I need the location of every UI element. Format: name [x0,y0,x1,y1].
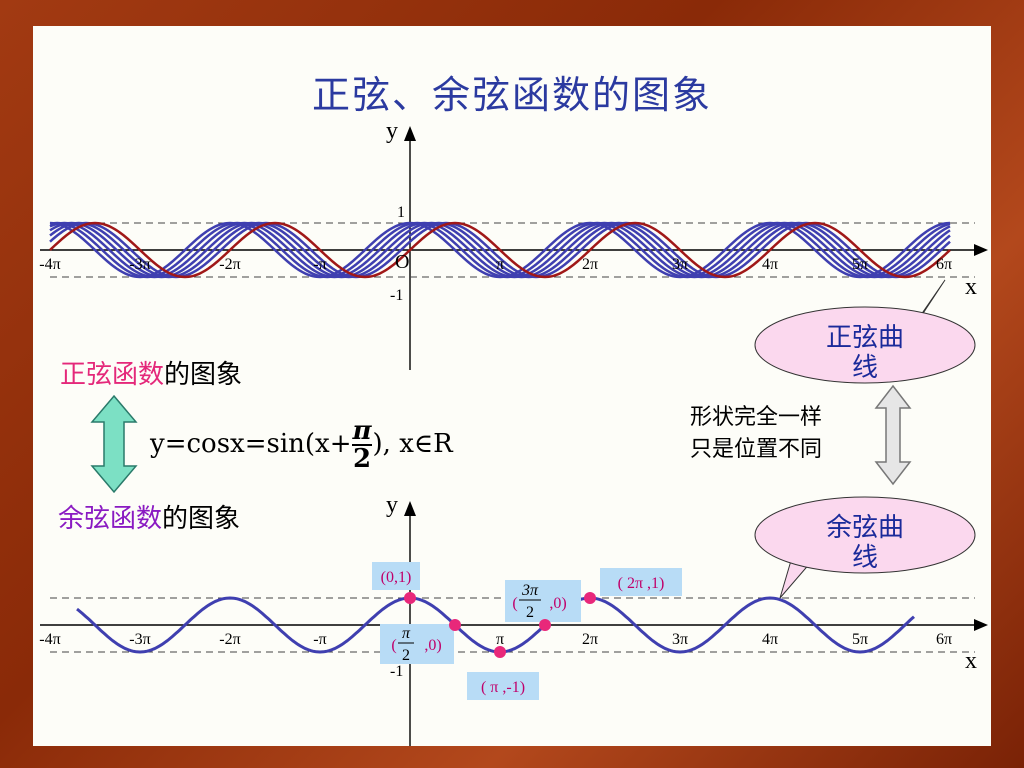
cos-point [404,592,416,604]
tick-label: 2π [582,631,598,648]
point-label-half-pi: ( π 2 ,0) [380,624,454,664]
svg-text:(: ( [512,595,517,612]
shifted-sine-curve [49,221,951,279]
svg-text:( π ,-1): ( π ,-1) [481,679,525,696]
sine-y-arrow [404,126,416,141]
cos-y-label: y [386,492,398,518]
tick-label: 4π [762,256,778,273]
shape-note: 形状完全一样 只是位置不同 [690,405,823,462]
cos-y-arrow [404,501,416,516]
svg-text:3π: 3π [521,582,539,599]
point-label-0-1: (0,1) [372,562,420,590]
sine-x-arrow [974,244,988,256]
tick-label: -3π [129,631,150,648]
cos-point [494,646,506,658]
sine-origin-label: O [395,251,409,273]
tick-label: π [496,631,504,648]
svg-text:(: ( [391,637,396,654]
cosine-function-label: 余弦函数的图象 [58,504,241,534]
shifted-sine-curve [49,221,951,279]
point-label-three-half-pi: ( 3π 2 ,0) [505,580,581,622]
tick-label: -3π [129,256,150,273]
tick-label: -π [313,631,326,648]
tick-label: 4π [762,631,778,648]
cos-tick-minus-one: -1 [390,663,403,680]
sine-bubble-text: 正弦曲线 [826,323,904,383]
sine-bubble [754,306,976,384]
point-label-2pi: ( 2π ,1) [600,568,682,596]
tick-label: π [496,256,504,273]
grey-double-arrow [874,384,912,486]
tick-label: 6π [936,631,952,648]
svg-text:,0): ,0) [549,595,566,612]
tick-label: -2π [219,256,240,273]
tick-label: -π [313,256,326,273]
tick-label: 5π [852,631,868,648]
tick-label: 3π [672,631,688,648]
cos-x-arrow [974,619,988,631]
svg-text:2: 2 [402,647,410,664]
tick-label: -4π [39,256,60,273]
green-double-arrow [90,394,138,494]
tick-label: -2π [219,631,240,648]
tick-label: 6π [936,256,952,273]
svg-text:(0,1): (0,1) [381,569,412,586]
tick-label: -4π [39,631,60,648]
sine-function-label: 正弦函数的图象 [60,360,243,390]
tick-label: 3π [672,256,688,273]
cos-tick-labels: -4π -3π -2π -π π 2π 3π 4π 5π 6π [39,631,952,648]
sine-curves [49,221,951,279]
page-title: 正弦、余弦函数的图象 [311,73,712,117]
svg-text:,0): ,0) [424,637,441,654]
cos-point [449,619,461,631]
point-label-pi: ( π ,-1) [467,672,539,700]
svg-text:2: 2 [526,604,534,621]
svg-text:( 2π ,1): ( 2π ,1) [618,575,665,592]
cos-point [584,592,596,604]
cos-bubble-text: 余弦曲线 [826,513,904,573]
sine-y-label: y [386,118,398,144]
cos-marked-points [404,592,596,658]
cos-x-label: x [965,648,977,674]
sine-tick-labels: -4π -3π -2π -π π 2π 3π 4π 5π 6π [39,256,952,273]
sine-curve [49,221,951,279]
sine-x-label: x [965,274,977,300]
sine-tick-one: 1 [397,204,405,221]
sine-tick-minus-one: -1 [390,287,403,304]
cos-point [539,619,551,631]
svg-text:π: π [402,625,411,642]
slide-board [33,26,991,746]
tick-label: 2π [582,256,598,273]
tick-label: 5π [852,256,868,273]
cos-bubble [754,496,976,574]
